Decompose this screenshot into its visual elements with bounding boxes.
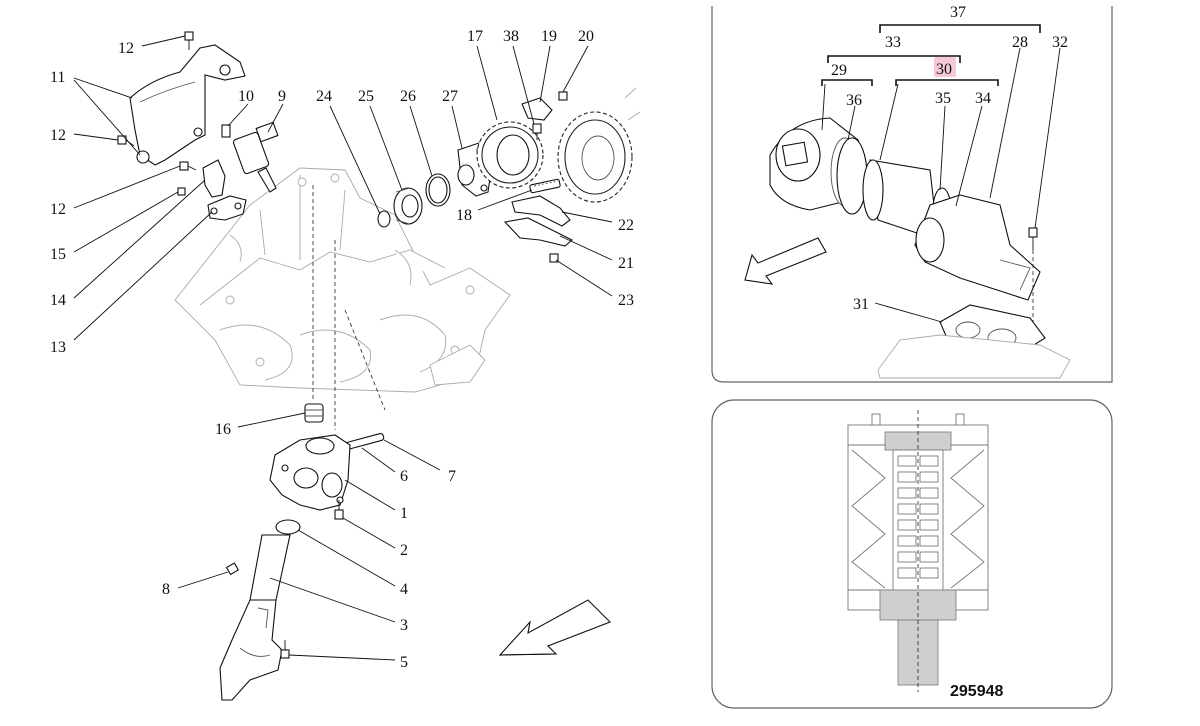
callout-2: 2 [400,542,408,559]
inset-panel-oil-filter [711,6,1113,383]
bracket-37 [879,24,1041,33]
callout-20: 20 [578,28,594,45]
chain-wheel-ghost [557,87,641,203]
callout-19: 19 [541,28,557,45]
callout-12: 12 [50,127,66,144]
bolt-38 [532,123,542,140]
bolt-2 [334,500,344,520]
callout-32: 32 [1052,34,1068,51]
callout-labels: 12 11 12 12 15 14 13 10 9 24 25 26 27 17… [50,4,1068,700]
guide-22-21 [503,195,573,263]
callout-29: 29 [831,62,847,79]
callout-11: 11 [50,69,65,86]
callout-28: 28 [1012,34,1028,51]
callout-26: 26 [400,88,416,105]
bracket-30 [895,79,999,86]
callout-16: 16 [215,421,231,438]
bearing-25 [393,187,423,225]
filter-mount-ghost [877,334,1071,379]
retaining-ring-26 [425,173,451,207]
retaining-ring-24 [377,210,391,228]
axis-line [344,309,386,411]
callout-4: 4 [400,581,408,598]
o-ring-4 [275,519,301,535]
callout-25: 25 [358,88,374,105]
callout-13: 13 [50,339,66,356]
callout-35: 35 [935,90,951,107]
callout-33: 33 [885,34,901,51]
sensor-part-9 [221,121,279,193]
bolt-5 [280,640,290,659]
callout-18: 18 [456,207,472,224]
bracket-33 [827,55,961,63]
callout-37: 37 [950,4,966,21]
bracket-part-11 [129,44,246,166]
chain-18 [529,178,561,194]
callout-12: 12 [50,201,66,218]
filter-element-30 [862,159,939,241]
callout-22: 22 [618,217,634,234]
callout-9: 9 [278,88,286,105]
housing-28 [914,194,1041,301]
callout-24: 24 [316,88,332,105]
callout-34: 34 [975,90,991,107]
callout-14: 14 [50,292,66,309]
bracket-29 [821,79,873,86]
callout-36: 36 [846,92,862,109]
filter-section-view [847,410,989,692]
callout-3: 3 [400,617,408,634]
callout-21: 21 [618,255,634,272]
callout-6: 6 [400,468,408,485]
plug-16 [304,403,324,423]
callout-31: 31 [853,296,869,313]
callout-8: 8 [162,581,170,598]
oil-pump-1 [269,434,351,511]
inset-direction-arrow [744,237,827,285]
element-pleats [897,455,939,579]
direction-arrow [498,599,611,656]
callout-27: 27 [442,88,458,105]
callout-7: 7 [448,468,456,485]
bracket-parts-13-15 [177,159,247,221]
callout-30: 30 [936,61,952,78]
callout-10: 10 [238,88,254,105]
callout-5: 5 [400,654,408,671]
callout-1: 1 [400,505,408,522]
inset-panel-section [711,399,1113,709]
sprocket-17 [476,121,544,189]
drawing-code: 295948 [950,683,1003,700]
callout-17: 17 [467,28,483,45]
seal-36 [836,137,868,215]
callout-23: 23 [618,292,634,309]
callout-15: 15 [50,246,66,263]
leader-lines [73,35,1061,661]
callout-38: 38 [503,28,519,45]
engine-block-ghost [174,167,511,393]
bracket-19 [521,91,568,121]
pickup-tube-3 [219,534,291,701]
callout-12: 12 [118,40,134,57]
callout-30-highlight [934,57,956,77]
bolt-8 [225,562,240,576]
